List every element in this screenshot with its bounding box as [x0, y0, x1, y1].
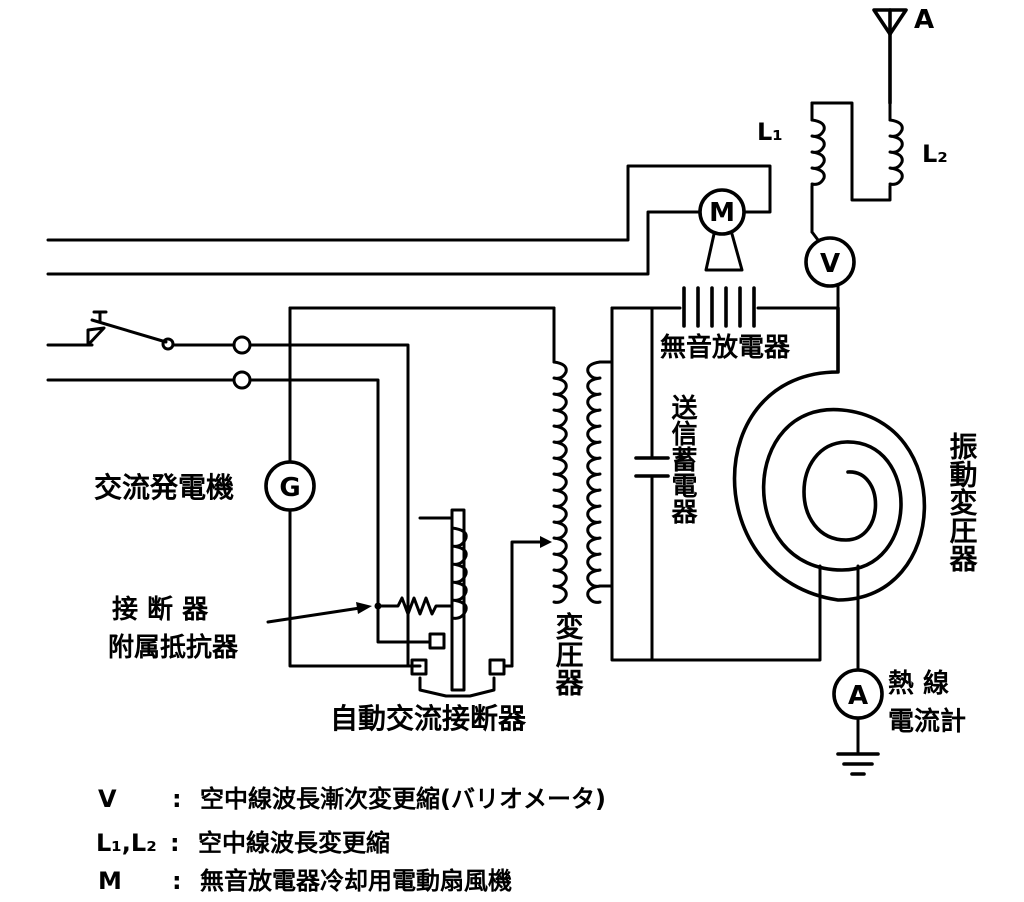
silent-discharger [610, 286, 840, 328]
variometer-link [810, 230, 820, 242]
legend-row-m: M: 無音放電器冷却用電動扇風機 [98, 866, 512, 896]
legend-text: 空中線波長変更縮 [198, 829, 390, 857]
interrupter-resistor-label-1: 接 断 器 [112, 594, 209, 625]
coil-l1 [810, 101, 826, 234]
circuit-diagram: M A L₁ L₂ V 無音放電器 [46, 5, 979, 776]
ac-generator: G [264, 460, 316, 512]
variometer: V [804, 236, 856, 288]
legend-separator: : [172, 867, 182, 895]
fan-supply-lines [46, 164, 772, 276]
legend-row-v: V: 空中線波長漸次変更縮(バリオメータ) [98, 784, 606, 814]
interrupter-resistor-label-2: 附属抵抗器 [108, 632, 239, 663]
transformer-label: 変圧器 [552, 611, 585, 697]
legend-text: 空中線波長漸次変更縮(バリオメータ) [200, 785, 606, 813]
legend-separator: : [170, 829, 180, 857]
ac-generator-label: 交流発電機 [94, 471, 234, 504]
legend-symbol: V [98, 785, 117, 813]
antenna-label: A [914, 5, 934, 35]
antenna-icon [872, 8, 908, 105]
svg-text:M: M [709, 198, 735, 228]
coil-l1-label: L₁ [757, 118, 783, 146]
legend-text: 無音放電器冷却用電動扇風機 [200, 867, 512, 895]
coil-l2-label: L₂ [922, 140, 948, 168]
legend-symbol: M [98, 867, 122, 895]
ground-icon [836, 752, 880, 776]
fan-motor: M [698, 188, 746, 272]
transmit-condenser-label: 送信蓄電器 [667, 394, 698, 524]
svg-text:A: A [848, 681, 868, 711]
legend-symbol: L₁,L₂ [96, 829, 157, 857]
silent-discharger-label: 無音放電器 [660, 332, 791, 363]
transmit-condenser [610, 306, 670, 662]
coil-l2 [888, 101, 904, 186]
hot-wire-ammeter: A [832, 668, 884, 754]
auto-ac-interrupter-label: 自動交流接断器 [330, 702, 527, 735]
legend-row-l1-l2: L₁,L₂: 空中線波長変更縮 [96, 828, 390, 858]
oscillation-transformer-label: 振動変圧器 [946, 432, 979, 573]
svg-text:V: V [820, 249, 840, 279]
oscillation-transformer [650, 306, 927, 670]
resistor-pointer-arrow [266, 602, 372, 624]
legend-separator: : [172, 785, 182, 813]
step-up-transformer [510, 306, 614, 668]
supply-wiring [46, 306, 556, 668]
hot-wire-ammeter-label-2: 電流計 [888, 706, 966, 737]
hot-wire-ammeter-label-1: 熱 線 [888, 668, 949, 699]
auto-ac-interrupter [374, 508, 514, 698]
coil-link [810, 101, 892, 202]
svg-text:G: G [279, 473, 300, 503]
